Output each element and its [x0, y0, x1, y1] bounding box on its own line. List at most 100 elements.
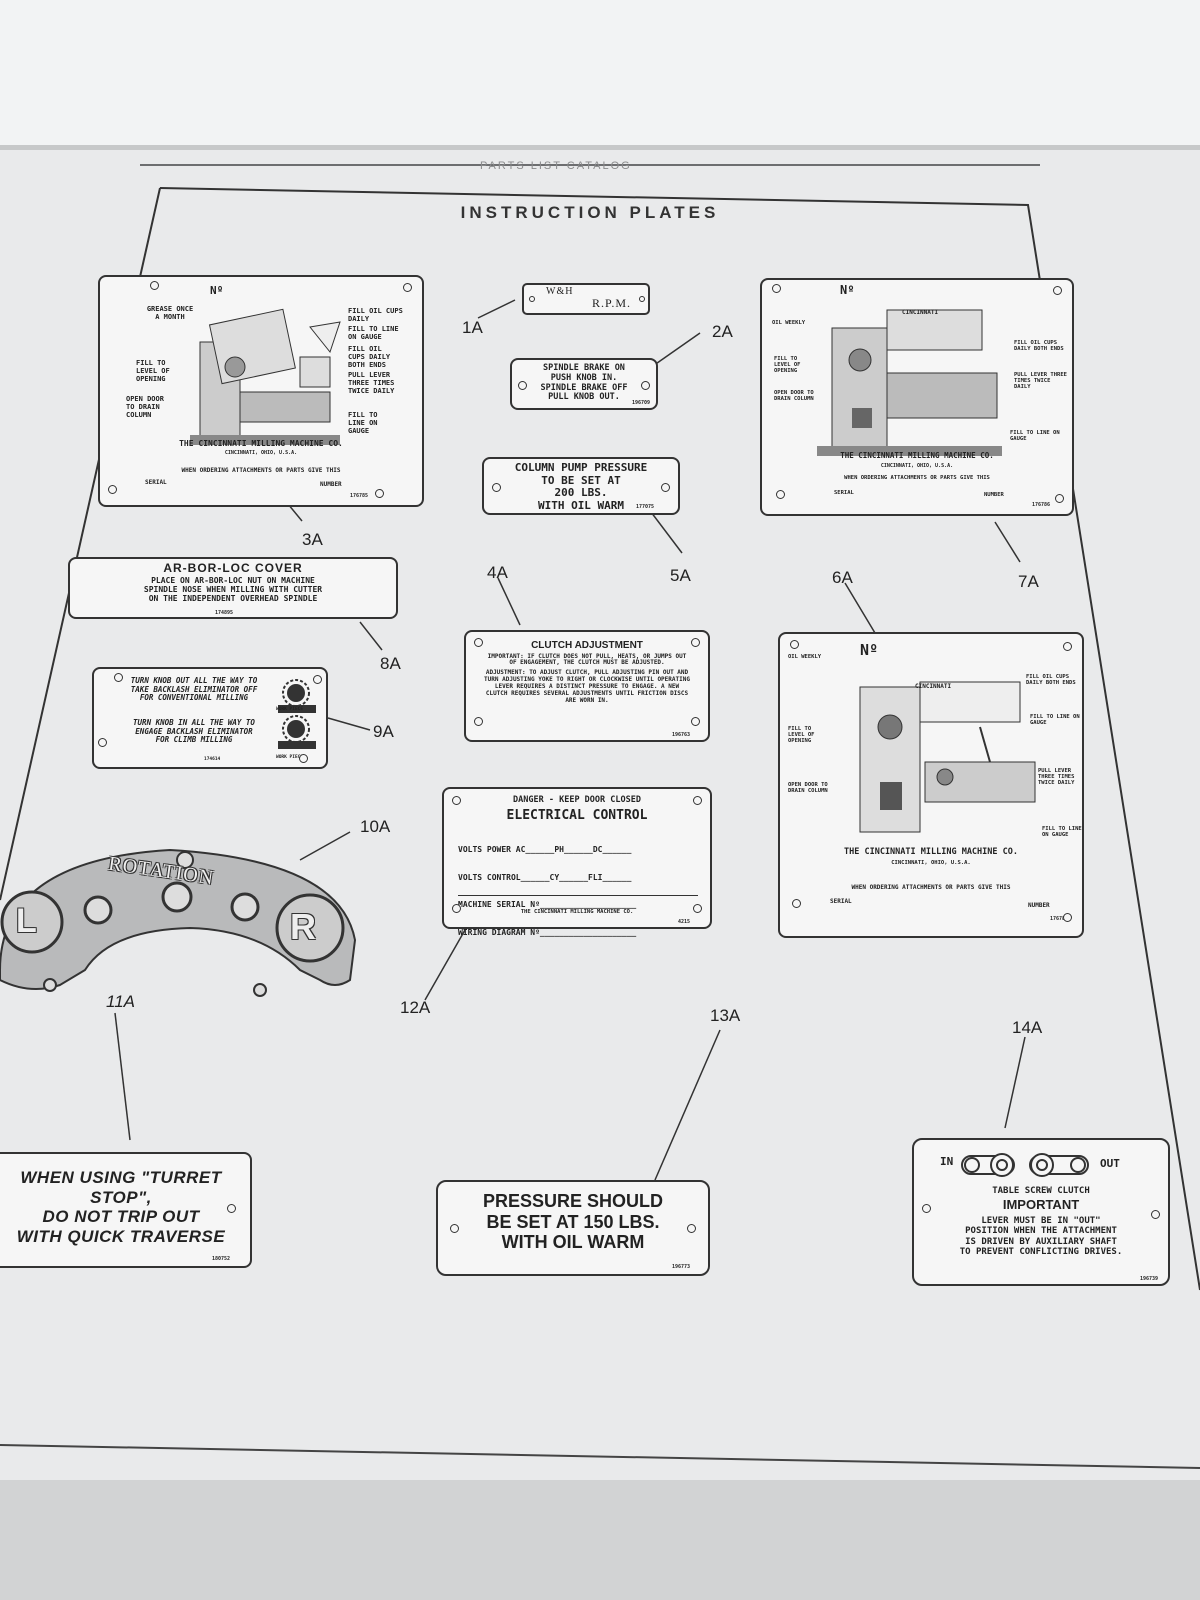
screw-hole — [313, 675, 322, 684]
center-knob-icon — [161, 881, 193, 913]
plate-12a-row: MACHINE SERIAL Nº____________________ — [458, 900, 637, 910]
label-fill-oil-cups: FILL OIL CUPS DAILY BOTH ENDS — [1014, 340, 1064, 352]
plate-9a-part-no: 174614 — [204, 757, 221, 762]
milling-machine-diagram — [190, 308, 341, 445]
label-open-door: OPEN DOOR TO DRAIN COLUMN — [774, 390, 814, 402]
screw-hole — [403, 283, 412, 292]
screw-hole — [375, 489, 384, 498]
plate-7a-city: CINCINNATI, OHIO, U.S.A. — [880, 463, 954, 469]
callout-4a: 4A — [487, 563, 508, 582]
background-sheet — [0, 0, 1200, 150]
plate-11a: WHEN USING "TURRET STOP", DO NOT TRIP OU… — [0, 1152, 252, 1268]
screw-hole — [691, 717, 700, 726]
screw-hole — [776, 490, 785, 499]
header-rule — [140, 164, 1040, 166]
callout-3a: 3A — [302, 530, 323, 549]
plate-5a-line: TO BE SET AT — [541, 473, 621, 487]
label-pull-lever: PULL LEVER THREE TIMES TWICE DAILY — [1038, 768, 1075, 786]
plate-9a-line: ENGAGE BACKLASH ELIMINATOR — [135, 726, 253, 736]
plate-12a-maker: THE CINCINNATI MILLING MACHINE CO. — [520, 909, 634, 915]
plate-1a: W&H R.P.M. — [522, 283, 650, 315]
callout-9a: 9A — [373, 722, 394, 741]
plate-12a-danger: DANGER - KEEP DOOR CLOSED — [513, 795, 641, 805]
plate-9a-line: FOR CONVENTIONAL MILLING — [139, 693, 249, 703]
plate-7a-brand: CINCINNATI — [902, 309, 939, 316]
label-oil-cups: FILL OIL CUPS DAILY BOTH ENDS — [348, 345, 391, 369]
plate-14a-line: TABLE SCREW CLUTCH — [992, 1186, 1090, 1196]
screw-hole — [492, 483, 501, 492]
plate-11a-line: WHEN USING "TURRET STOP", — [20, 1168, 222, 1207]
plate-5a-line: COLUMN PUMP PRESSURE — [514, 461, 648, 474]
plate-4a-part-no: 196763 — [671, 732, 690, 738]
callout-12a: 12A — [400, 998, 431, 1017]
screw-hole — [452, 796, 461, 805]
screw-hole — [792, 899, 801, 908]
plate-6a-number: NUMBER — [1028, 902, 1050, 909]
screw-hole — [1063, 642, 1072, 651]
plate-12a-row: VOLTS CONTROL______CY______FLI______ — [458, 872, 632, 882]
label-fill-level: FILL TO LEVEL OF OPENING — [136, 359, 170, 383]
screw-hole — [43, 978, 57, 992]
screw-hole — [474, 638, 483, 647]
plate-6a-no: Nº — [860, 641, 879, 659]
label-open-door: OPEN DOOR TO DRAIN COLUMN — [788, 782, 828, 794]
screw-hole — [772, 284, 781, 293]
plate-7a: Nº CINCINNATI OIL WEEKLY FILL TO LEVEL O… — [760, 278, 1074, 516]
plate-7a-serial: SERIAL — [834, 490, 854, 496]
plate-14a-line: LEVER MUST BE IN "OUT" — [981, 1216, 1101, 1226]
screw-hole — [108, 485, 117, 494]
plate-3a-ordering: WHEN ORDERING ATTACHMENTS OR PARTS GIVE … — [181, 467, 341, 474]
plate-1a-mark: W&H — [546, 286, 574, 297]
plate-9a-line: FOR CLIMB MILLING — [155, 735, 233, 745]
r-badge — [275, 893, 345, 963]
plate-6a-city: CINCINNATI, OHIO, U.S.A. — [891, 860, 971, 866]
rotation-right: R — [290, 906, 316, 947]
screw-hole — [1055, 494, 1064, 503]
plate-4a-title: CLUTCH ADJUSTMENT — [531, 640, 643, 651]
callout-11a: 11A — [106, 992, 135, 1011]
plate-14a-in: IN — [940, 1155, 954, 1168]
plate-7a-no: Nº — [840, 283, 855, 297]
plate-9a-line: TURN KNOB OUT ALL THE WAY TO — [130, 676, 258, 685]
callout-10a: 10A — [360, 817, 391, 836]
screw-hole — [691, 638, 700, 647]
label-fill-gauge: FILL TO LINE ON GAUGE — [348, 411, 378, 435]
screw-hole — [474, 717, 483, 726]
screw-hole — [176, 851, 194, 869]
milling-machine-diagram — [859, 681, 1036, 833]
plate-7a-part-no: 176786 — [1032, 502, 1051, 508]
screw-hole — [253, 983, 267, 997]
plate-12a-rule — [458, 895, 698, 896]
plate-13a-line: BE SET AT 150 LBS. — [486, 1211, 660, 1232]
plate-13a-line: WITH OIL WARM — [501, 1232, 645, 1253]
plate-11a-part-no: 180752 — [211, 1256, 230, 1262]
screw-hole — [790, 640, 799, 649]
plate-6a-ordering: WHEN ORDERING ATTACHMENTS OR PARTS GIVE … — [851, 884, 1011, 891]
l-badge — [0, 890, 64, 954]
plate-4a-important: IMPORTANT: IF CLUTCH DOES NOT PULL, HEAT… — [487, 652, 687, 667]
plate-7a-ordering: WHEN ORDERING ATTACHMENTS OR PARTS GIVE … — [844, 475, 990, 481]
rotation-left: L — [16, 902, 37, 940]
screw-hole — [529, 296, 535, 302]
screw-hole — [687, 1224, 696, 1233]
right-knob-icon — [230, 892, 260, 922]
plate-2a-part-no: 196709 — [631, 400, 650, 406]
label-fill-gauge: FILL TO LINE ON GAUGE — [1010, 430, 1060, 442]
plate-9a-line: TAKE BACKLASH ELIMINATOR OFF — [130, 684, 258, 694]
screw-hole — [1151, 1210, 1160, 1219]
plate-12a-title: ELECTRICAL CONTROL — [506, 807, 648, 823]
plate-8a-line: PLACE ON AR-BOR-LOC NUT ON MACHINE — [151, 575, 315, 585]
page-title: INSTRUCTION PLATES — [460, 203, 720, 222]
screw-hole — [639, 296, 645, 302]
plate-2a: SPINDLE BRAKE ON PUSH KNOB IN. SPINDLE B… — [510, 358, 658, 410]
label-fill-line: FILL TO LINE ON GAUGE — [348, 325, 399, 341]
screw-hole — [518, 381, 527, 390]
label-fill-oil: FILL OIL CUPS DAILY — [348, 307, 403, 323]
label-fill-oil-cups: FILL OIL CUPS DAILY BOTH ENDS — [1026, 674, 1076, 686]
plate-12a-row: WIRING DIAGRAM Nº____________________ — [458, 927, 637, 937]
plate-6a: Nº CINCINNATI OIL WEEKLY FILL TO LEVEL O… — [778, 632, 1084, 938]
running-head: PARTS LIST CATALOG — [480, 160, 632, 172]
plate-12a-row: VOLTS POWER AC______PH______DC______ — [458, 845, 632, 855]
label-fill-level: FILL TO LEVEL OF OPENING — [774, 356, 801, 374]
label-fill-level: FILL TO LEVEL OF OPENING — [788, 726, 815, 744]
